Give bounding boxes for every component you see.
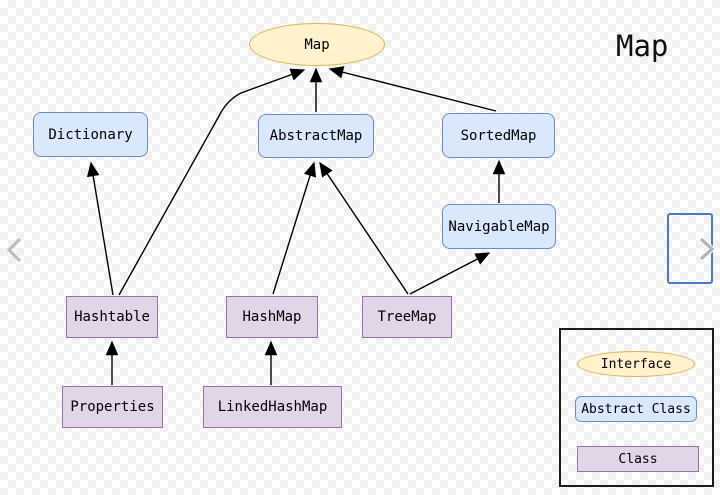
node-dictionary: Dictionary [33, 112, 148, 157]
edge-treemap-to-navigablemap [409, 252, 491, 295]
node-map: Map [249, 23, 385, 66]
edge-treemap-to-abstractmap [319, 161, 409, 295]
node-treemap: TreeMap [362, 296, 452, 338]
page-title: Map [616, 29, 669, 63]
legend-item-abstract-class: Abstract Class [575, 396, 697, 422]
edge-hashtable-to-map [118, 68, 306, 296]
node-properties: Properties [62, 386, 163, 428]
edge-hashmap-to-abstractmap [272, 161, 317, 295]
node-linkedhashmap: LinkedHashMap [203, 386, 342, 428]
edge-sortedmap-to-map [328, 66, 497, 112]
legend-item-interface: Interface [577, 351, 695, 377]
chevron-left-icon[interactable] [4, 236, 28, 264]
node-abstractmap: AbstractMap [258, 114, 374, 158]
legend-box: Interface Abstract Class Class [559, 328, 714, 487]
legend-item-class: Class [577, 446, 699, 472]
edge-hashtable-to-dictionary [86, 161, 114, 296]
node-hashtable: Hashtable [66, 296, 158, 338]
node-hashmap: HashMap [226, 296, 318, 338]
chevron-right-icon[interactable] [695, 235, 719, 263]
node-navigablemap: NavigableMap [442, 204, 556, 249]
node-sortedmap: SortedMap [442, 113, 555, 158]
